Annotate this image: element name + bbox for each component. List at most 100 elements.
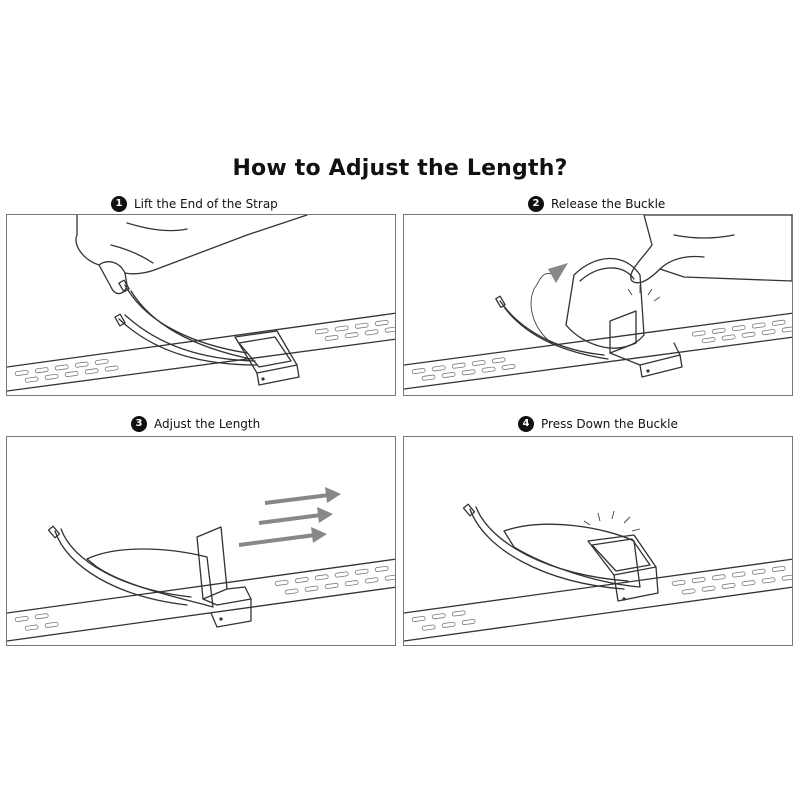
strap-slot (711, 574, 726, 581)
strap-slot (54, 364, 69, 371)
strap-slot (324, 334, 339, 341)
strap-slot (441, 621, 456, 628)
strap-slot (471, 359, 486, 366)
hand-illustration (630, 215, 792, 284)
strap-slot (761, 329, 776, 336)
arrow-right-icon (264, 487, 341, 505)
step-2-label: 2 Release the Buckle (528, 194, 665, 214)
strap-slot (14, 615, 29, 622)
strap-slot (451, 362, 466, 369)
buckle (234, 330, 300, 386)
release-arrow (530, 263, 568, 346)
strap-slot (94, 358, 109, 365)
strap-slot (781, 574, 792, 581)
release-spark-icon (627, 285, 661, 302)
strap-slot (491, 357, 506, 364)
strap-slot (781, 326, 792, 333)
strap-slot (24, 376, 39, 383)
strap-slot (751, 322, 766, 329)
hand-illustration (75, 215, 308, 295)
strap-band (7, 558, 395, 642)
arrow-right-icon (258, 507, 333, 525)
strap-slot (284, 588, 299, 595)
strap-slot (501, 363, 516, 370)
step-4-panel (403, 436, 793, 646)
buckle (587, 534, 659, 602)
strap-slot (411, 615, 426, 622)
strap-slot (84, 368, 99, 375)
strap-slot (374, 565, 389, 572)
strap-slot (304, 585, 319, 592)
strap-slot (691, 330, 706, 337)
step-4-label: 4 Press Down the Buckle (518, 414, 678, 434)
strap-slot (441, 371, 456, 379)
strap-slot (44, 621, 59, 628)
strap-slot (34, 367, 49, 374)
strap-slot (741, 580, 756, 587)
strap-slot (334, 571, 349, 578)
step-1-text: Lift the End of the Strap (134, 197, 278, 211)
step-1-label: 1 Lift the End of the Strap (111, 194, 278, 214)
step-2-text: Release the Buckle (551, 197, 666, 211)
strap-band (404, 558, 792, 642)
step-3-text: Adjust the Length (154, 417, 261, 431)
buckle (196, 526, 252, 628)
strap-slot (374, 319, 389, 326)
strap-slot (721, 582, 736, 589)
strap-slot (721, 334, 736, 341)
strap-band (404, 312, 792, 390)
strap-slot (691, 577, 706, 584)
strap-slot (364, 577, 379, 584)
step-3-illustration (7, 487, 395, 642)
arrow-right-icon (238, 527, 327, 547)
strap-slot (771, 319, 786, 326)
page-title: How to Adjust the Length? (232, 156, 568, 181)
strap-slot (461, 369, 476, 376)
strap-slot (294, 577, 309, 584)
adjusted-strap (47, 525, 214, 608)
buckle (609, 310, 683, 378)
strap-slot (731, 571, 746, 578)
strap-slot (344, 580, 359, 587)
step-1-illustration (7, 215, 395, 392)
strap-slot (431, 365, 446, 372)
strap-slot (344, 332, 359, 339)
strap-slot (64, 371, 79, 378)
step-1-number-badge: 1 (111, 196, 127, 212)
strap-slot (364, 329, 379, 336)
strap-slot (421, 374, 436, 381)
strap-slot (384, 574, 395, 581)
strap-slot (731, 325, 746, 332)
strap-slot (431, 613, 446, 620)
step-3-number-badge: 3 (131, 416, 147, 432)
strap-slot (24, 624, 39, 631)
step-3-label: 3 Adjust the Length (131, 414, 260, 434)
strap-slot (74, 361, 89, 368)
strap-slot (14, 369, 29, 376)
strap-slot (481, 366, 496, 373)
step-1-panel (6, 214, 396, 396)
strap-slot (354, 568, 369, 575)
strap-slot (701, 585, 716, 592)
step-3-panel (6, 436, 396, 646)
strap-slot (461, 619, 476, 626)
strap-slot (671, 579, 686, 586)
strap-slot (354, 322, 369, 329)
strap-slot (711, 327, 726, 334)
tucked-strap (462, 503, 641, 590)
direction-arrows (238, 487, 341, 547)
strap-slot (741, 331, 756, 338)
strap-slot (334, 325, 349, 332)
strap-slot (44, 373, 59, 380)
arrow-head-icon (548, 263, 568, 283)
strap-slot (701, 337, 716, 344)
strap-slot (384, 326, 395, 333)
step-4-text: Press Down the Buckle (541, 417, 678, 431)
strap-slot (761, 577, 776, 584)
step-4-number-badge: 4 (518, 416, 534, 432)
strap-slot (751, 568, 766, 575)
strap-slot (314, 328, 329, 335)
strap-slot (451, 610, 466, 617)
strap-band (7, 312, 395, 392)
step-2-number-badge: 2 (528, 196, 544, 212)
